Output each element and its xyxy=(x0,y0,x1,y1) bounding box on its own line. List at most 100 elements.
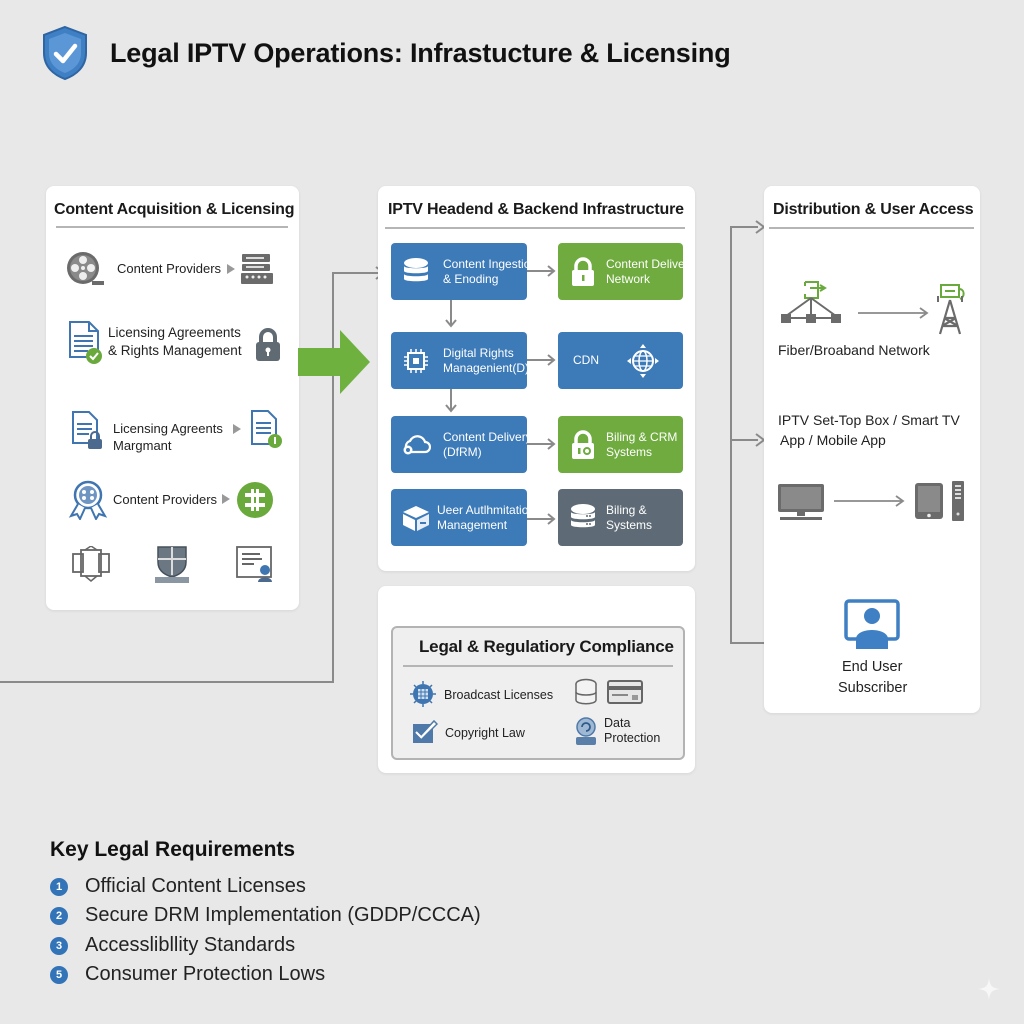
green-network-icon xyxy=(237,482,273,518)
row-label: Content Providers xyxy=(117,261,222,276)
internal-arrows xyxy=(445,265,556,525)
arrow-head-icon xyxy=(445,404,457,413)
play-arrow-icon xyxy=(227,264,235,274)
device-label-line1: IPTV Set-Top Box / Smart TV xyxy=(778,412,960,428)
compliance-panel: Legal & Regulatiory Compliance Broadcast… xyxy=(391,626,685,760)
device-label-line2: App / Mobile App xyxy=(780,432,886,448)
requirement-label: Consumer Protection Lows xyxy=(85,963,326,985)
database-icon xyxy=(404,257,428,281)
row-label-line1: Licensing Agreements xyxy=(108,325,241,340)
compliance-item-label-line2: Protection xyxy=(604,731,661,745)
row-label-line2: & Rights Management xyxy=(108,343,242,358)
compliance-item-label: Copyright Law xyxy=(445,726,525,740)
content-ingestion-box[interactable]: Content Ingestion& Enoding xyxy=(391,243,537,300)
globe-sync-icon xyxy=(627,343,659,378)
requirement-item: 5 Consumer Protection Lows xyxy=(50,963,325,986)
network-label: Fiber/Broaband Network xyxy=(778,342,930,358)
chip-icon xyxy=(410,681,436,707)
box-label-line2: Network xyxy=(606,271,651,286)
requirement-item: 2 Secure DRM Implementation (GDDP/CCCA) xyxy=(50,904,481,927)
divider xyxy=(385,227,685,229)
chip-icon xyxy=(404,348,428,373)
box-label-line2: Managenient(D) xyxy=(443,360,530,375)
cell-tower-icon xyxy=(937,284,965,335)
requirement-label: Secure DRM Implementation (GDDP/CCCA) xyxy=(85,904,481,926)
arrow-head-icon xyxy=(547,438,556,450)
end-user-label-line1: End User xyxy=(842,659,903,675)
connector-line xyxy=(332,272,378,274)
requirement-label: Accesslibllity Standards xyxy=(85,934,296,956)
film-reel-icon xyxy=(67,252,104,285)
box-label-line2: Systems xyxy=(606,444,653,459)
content-acquisition-panel: Content Acquisition & Licensing Content … xyxy=(46,186,299,610)
panel-title: Content Acquisition & Licensing xyxy=(54,201,295,218)
divider xyxy=(56,226,288,228)
padlock-icon xyxy=(572,429,594,459)
divider xyxy=(769,227,974,229)
number-badge: 5 xyxy=(50,965,68,984)
connector-line xyxy=(730,439,758,441)
award-badge-icon xyxy=(68,480,108,520)
arrow-head-icon xyxy=(445,319,457,328)
arrow-head-icon xyxy=(547,513,556,525)
cdn-box[interactable]: CDN xyxy=(558,332,683,389)
play-arrow-icon xyxy=(222,494,230,504)
tablet-icon xyxy=(915,483,943,519)
arrow-head-icon xyxy=(547,354,556,366)
connector-line xyxy=(730,226,732,644)
box-label-line1: Biling & CRM xyxy=(606,429,678,444)
requirements-title: Key Legal Requirements xyxy=(50,838,296,861)
flow-arrow-icon xyxy=(298,330,370,394)
shield-check-icon xyxy=(43,25,87,81)
number-badge: 3 xyxy=(50,936,68,955)
box-label-line1: Biling & xyxy=(606,502,647,517)
play-arrow-icon xyxy=(233,424,241,434)
divider xyxy=(403,665,673,667)
number-badge: 2 xyxy=(50,906,68,925)
document-check-icon xyxy=(69,321,102,364)
content-delivery-drm-box[interactable]: Content Delivery(DfRM) xyxy=(391,416,532,473)
certificate-icon xyxy=(236,546,272,582)
arrow-icon xyxy=(858,307,929,319)
row-label: Content Providers xyxy=(113,492,218,507)
box-label-line1: CDN xyxy=(573,353,599,367)
box-label-line1: Ueer Autlhmitatiory xyxy=(437,502,539,517)
requirement-item: 3 Accesslibllity Standards xyxy=(50,934,295,957)
box-label-line2: Management xyxy=(437,517,508,532)
padlock-icon xyxy=(572,256,594,286)
document-download-icon xyxy=(251,410,282,448)
box-label-line2: Systems xyxy=(606,517,653,532)
arrow-head-icon xyxy=(547,265,556,277)
data-protection-icon xyxy=(576,717,596,745)
connector-line xyxy=(332,272,334,683)
billing-systems-box[interactable]: Biling &Systems xyxy=(558,489,683,546)
monitor-icon xyxy=(778,484,824,520)
connector-line xyxy=(730,226,758,228)
compliance-item-label-line1: Data xyxy=(604,716,631,730)
fiber-network-icon xyxy=(781,281,841,323)
box-label-line1: Digital Rights xyxy=(443,345,514,360)
box-label-line2: (DfRM) xyxy=(443,444,482,459)
box-label-line1: Content Ingestion xyxy=(443,256,538,271)
edit-box-icon xyxy=(413,719,438,743)
database-icon xyxy=(571,503,595,527)
server-rack-icon xyxy=(241,254,273,284)
row-label-line1: Licensing Agreents xyxy=(113,421,223,436)
panel-title: IPTV Headend & Backend Infrastructure xyxy=(388,201,684,218)
page-header: Legal IPTV Operations: Infrastucture & L… xyxy=(40,24,731,82)
devices-icon xyxy=(72,546,110,582)
number-badge: 1 xyxy=(50,877,68,896)
arrow-icon xyxy=(834,495,905,507)
distribution-panel: Distribution & User Access Fiber/Broaban… xyxy=(764,186,980,713)
row-label-line2: Margmant xyxy=(113,438,172,453)
set-top-box-icon xyxy=(952,481,964,521)
panel-title: Legal & Regulatiory Compliance xyxy=(419,637,674,656)
page-title: Legal IPTV Operations: Infrastucture & L… xyxy=(110,37,731,68)
box-label-line2: & Enoding xyxy=(443,271,499,286)
box-icon xyxy=(403,505,429,531)
padlock-icon xyxy=(256,328,280,361)
